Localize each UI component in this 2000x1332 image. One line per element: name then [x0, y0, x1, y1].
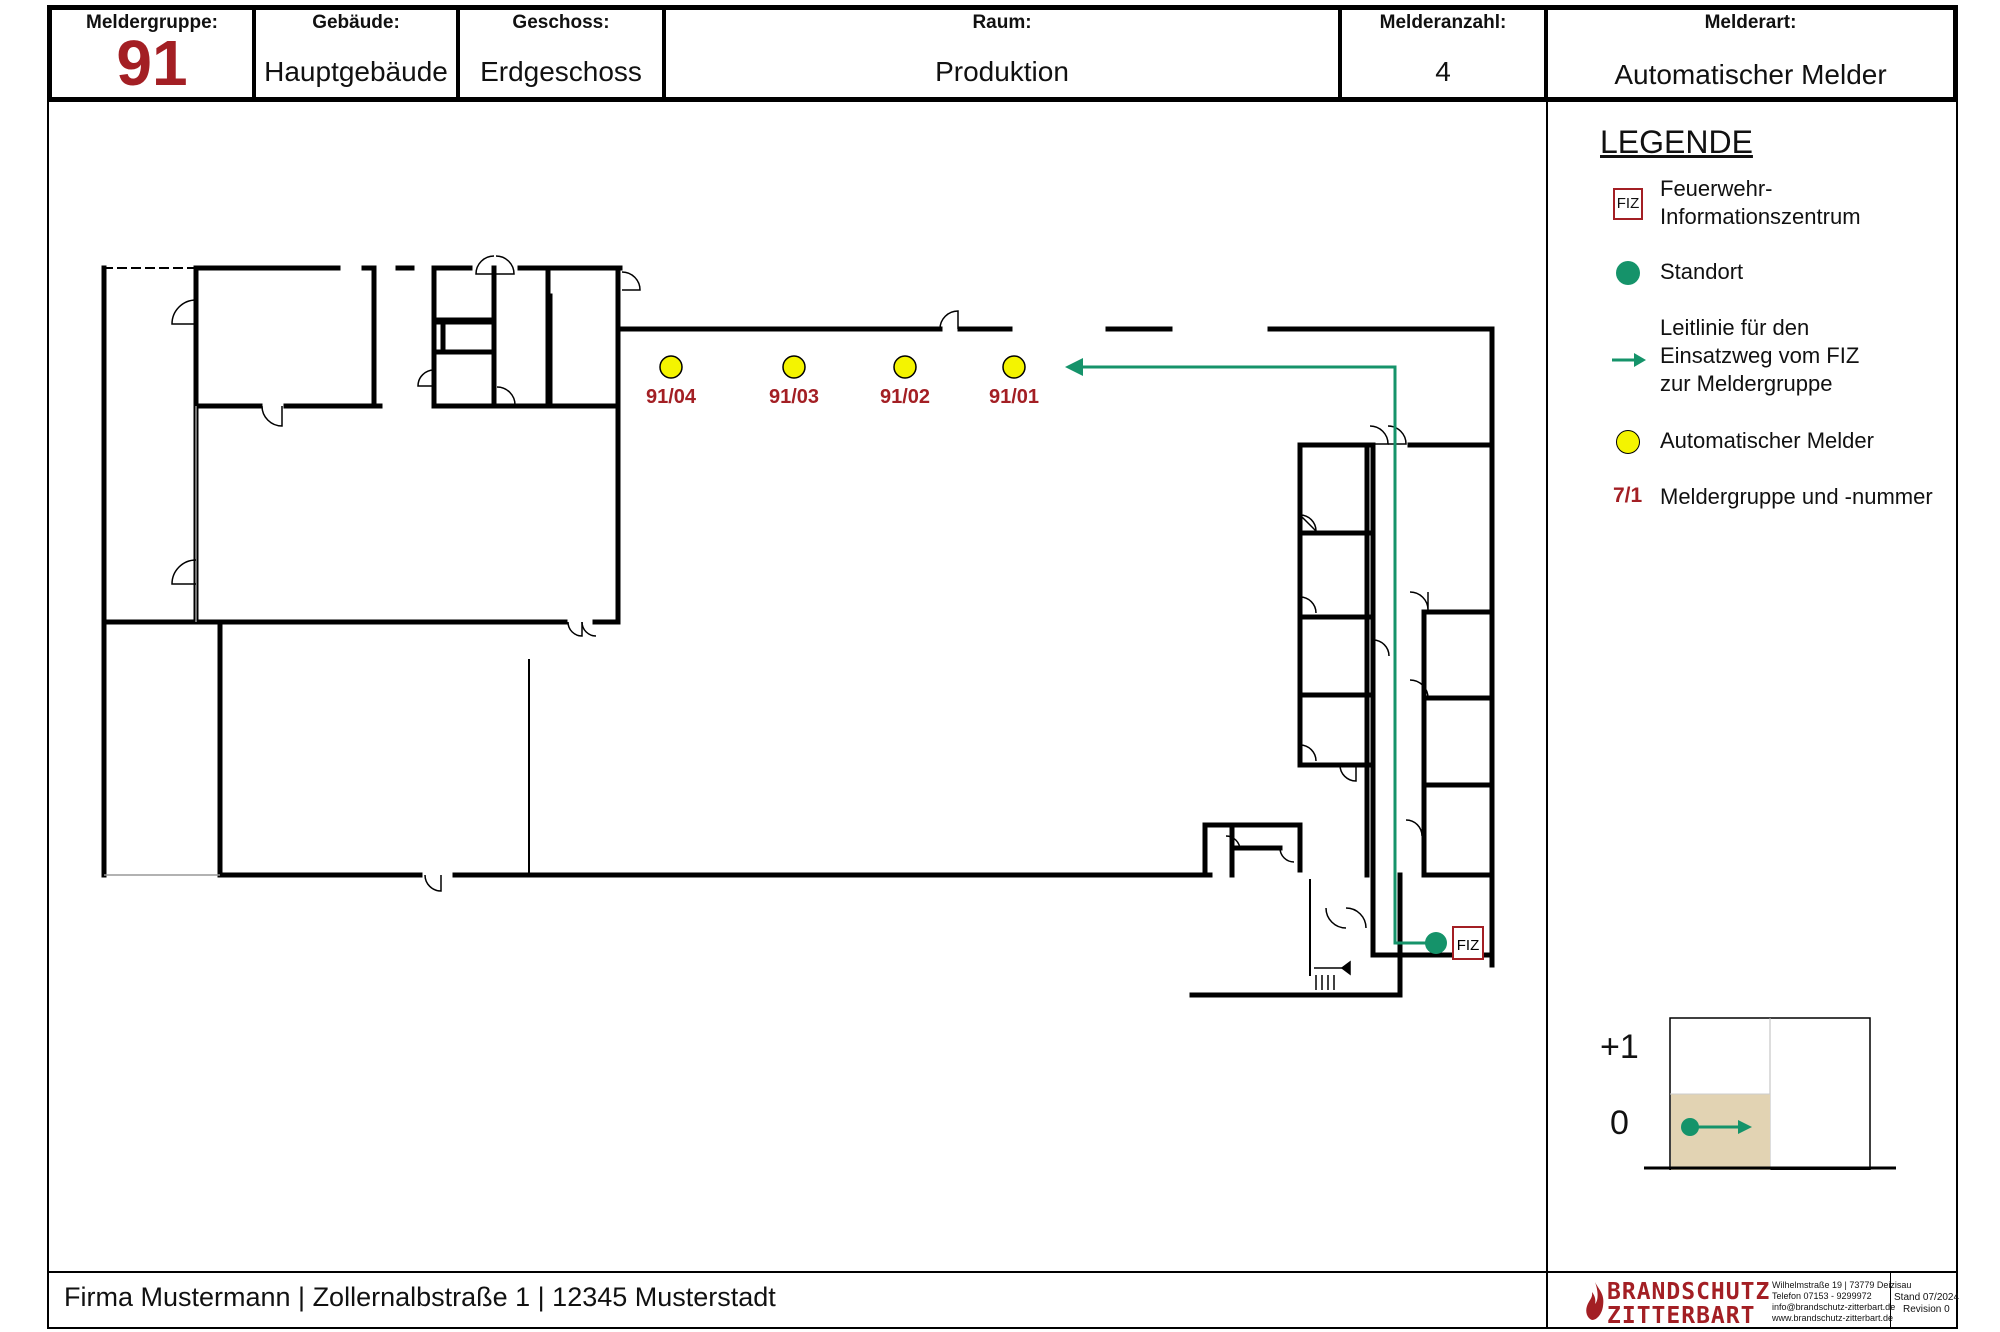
- geschoss-value: Erdgeschoss: [480, 56, 642, 87]
- legend-fiz-text-2: Informationszentrum: [1660, 204, 1861, 229]
- route-line: [1065, 358, 1436, 945]
- header-cell-meldergruppe: Meldergruppe: 91: [52, 8, 256, 100]
- legend-standort-text: Standort: [1660, 259, 1744, 284]
- legend-standort-icon: [1616, 261, 1640, 285]
- footer-address: Firma Mustermann | Zollernalbstraße 1 | …: [64, 1282, 776, 1312]
- brand-line-1: BRANDSCHUTZ: [1607, 1279, 1771, 1305]
- stand-label: Stand 07/2024: [1894, 1292, 1960, 1303]
- legend-route-arrow-icon: [1612, 353, 1646, 367]
- floor-ground-label: 0: [1610, 1104, 1629, 1142]
- melderanzahl-label: Melderanzahl:: [1379, 12, 1507, 33]
- meldergruppe-value: 91: [116, 27, 188, 99]
- geschoss-label: Geschoss:: [512, 12, 610, 33]
- legend-leitlinie-text-2: Einsatzweg vom FIZ: [1660, 343, 1860, 368]
- melderanzahl-value: 4: [1435, 56, 1451, 87]
- brand-line-2: ZITTERBART: [1607, 1303, 1756, 1329]
- legend-melder-text: Automatischer Melder: [1660, 428, 1874, 453]
- plan-fiz-box: [1452, 926, 1484, 960]
- detector-91-04-label: 91/04: [646, 386, 697, 408]
- legend-fiz-symbol-text: FIZ: [1616, 195, 1640, 212]
- legend-divider: [1546, 100, 1548, 1329]
- contact-line-2: Telefon 07153 - 9299972: [1772, 1291, 1872, 1301]
- contact-line-1: Wilhelmstraße 19 | 73779 Deizisau: [1772, 1280, 1912, 1290]
- detector-91-02-label: 91/02: [880, 386, 930, 408]
- legend-title: LEGENDE: [1600, 124, 1753, 160]
- contact-line-3: info@brandschutz-zitterbart.de: [1772, 1302, 1896, 1312]
- footer-divider: [47, 1271, 1958, 1273]
- plan-doors: [171, 255, 1429, 976]
- floor-indicator: [1644, 1017, 1896, 1170]
- detector-91-03: 91/03: [769, 355, 819, 408]
- header-cell-geschoss: Geschoss: Erdgeschoss: [460, 8, 666, 100]
- legend-fiz-text-1: Feuerwehr-: [1660, 176, 1773, 201]
- plan-fiz-label: FIZ: [1457, 937, 1480, 954]
- header-bar: [47, 5, 1958, 102]
- contact-line-4: www.brandschutz-zitterbart.de: [1772, 1313, 1894, 1323]
- header-cell-gebaeude: Gebäude: Hauptgebäude: [256, 8, 460, 100]
- legend-melder-icon: [1616, 430, 1640, 454]
- detector-91-01-label: 91/01: [989, 386, 1039, 408]
- detector-91-03-label: 91/03: [769, 386, 819, 408]
- revision-label: Revision 0: [1903, 1304, 1950, 1315]
- flame-icon: [1586, 1282, 1604, 1320]
- header-cell-melderart: Melderart: Automatischer Melder: [1548, 8, 1953, 100]
- plan-walls: [101, 265, 1495, 998]
- legend-fiz-symbol: FIZ: [1613, 188, 1643, 220]
- raum-label: Raum:: [972, 12, 1032, 33]
- detector-91-02: 91/02: [880, 355, 930, 408]
- detector-91-04: 91/04: [646, 355, 697, 408]
- header-cell-raum: Raum: Produktion: [666, 8, 1342, 100]
- route-arrowhead: [1065, 358, 1083, 376]
- standort-marker: [1425, 932, 1447, 954]
- melderart-label: Melderart:: [1704, 12, 1797, 33]
- header-cell-melderanzahl: Melderanzahl: 4: [1342, 8, 1548, 100]
- raum-value: Produktion: [935, 56, 1069, 87]
- melderart-value: Automatischer Melder: [1614, 59, 1887, 90]
- gebaeude-label: Gebäude:: [312, 12, 400, 33]
- floor-upper-label: +1: [1600, 1028, 1639, 1066]
- legend-nummer-symbol: 7/1: [1613, 484, 1643, 507]
- gebaeude-value: Hauptgebäude: [264, 56, 448, 87]
- floor-route-arrowhead: [1738, 1120, 1752, 1134]
- detector-91-01: 91/01: [989, 355, 1039, 408]
- meldergruppe-label: Meldergruppe:: [86, 12, 218, 33]
- footer-divider-vertical: [1890, 1273, 1891, 1329]
- plan-thin-lines: [104, 406, 1342, 990]
- legend-leitlinie-text-3: zur Meldergruppe: [1660, 371, 1833, 396]
- legend-leitlinie-text-1: Leitlinie für den: [1660, 315, 1810, 340]
- legend-nummer-text: Meldergruppe und -nummer: [1660, 484, 1933, 509]
